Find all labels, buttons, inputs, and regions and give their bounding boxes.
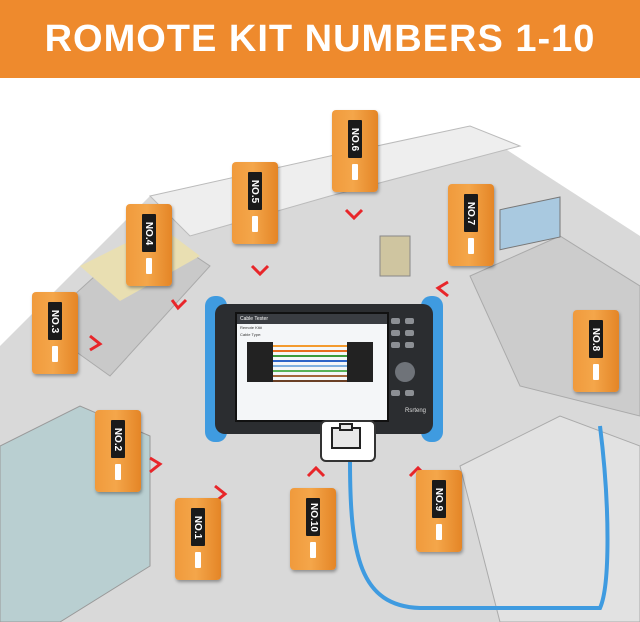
arrow-6 <box>344 208 364 221</box>
remote-label: NO.9 <box>433 487 445 511</box>
remote-kit-10: NO.10 <box>290 488 336 570</box>
remote-kit-5: NO.5 <box>232 162 278 244</box>
key[interactable] <box>405 330 414 336</box>
remote-label: NO.3 <box>49 309 61 333</box>
remote-kit-7: NO.7 <box>448 184 494 266</box>
remote-kit-2: NO.2 <box>95 410 141 492</box>
key[interactable] <box>391 342 400 348</box>
arrow-2 <box>149 456 163 474</box>
cable-type-label: Cable Type: <box>240 332 262 337</box>
tester-screen: Cable Tester Remote Kit# Cable Type: <box>235 312 389 422</box>
key[interactable] <box>405 318 414 324</box>
wall-art <box>379 235 411 277</box>
screen-title: Cable Tester <box>237 314 387 324</box>
room-bottom-right <box>459 415 640 622</box>
remote-label: NO.7 <box>465 201 477 225</box>
picture-frame <box>499 196 561 251</box>
keypad <box>391 318 421 414</box>
key[interactable] <box>405 390 414 396</box>
key[interactable] <box>391 330 400 336</box>
key[interactable] <box>391 318 400 324</box>
remote-kit-3: NO.3 <box>32 292 78 374</box>
remote-label: NO.2 <box>112 427 124 451</box>
arrow-10 <box>306 465 326 478</box>
patch-cable <box>348 425 610 610</box>
remote-kit-1: NO.1 <box>175 498 221 580</box>
rj45-port-callout <box>320 420 376 462</box>
remote-kit-4: NO.4 <box>126 204 172 286</box>
remote-label: NO.8 <box>590 327 602 351</box>
arrow-7 <box>435 280 449 298</box>
remote-label: NO.5 <box>249 179 261 203</box>
remote-id-label: Remote Kit# <box>240 325 263 330</box>
key[interactable] <box>391 390 400 396</box>
remote-kit-6: NO.6 <box>332 110 378 192</box>
remote-label: NO.6 <box>349 127 361 151</box>
title-banner: ROMOTE KIT NUMBERS 1-10 <box>0 0 640 78</box>
remote-label: NO.10 <box>307 502 319 532</box>
banner-title: ROMOTE KIT NUMBERS 1-10 <box>44 17 596 60</box>
arrow-4 <box>170 298 188 311</box>
brand-label: Rsrteng <box>405 408 427 414</box>
rj45-port-icon <box>331 423 361 449</box>
key[interactable] <box>405 342 414 348</box>
remote-kit-8: NO.8 <box>573 310 619 392</box>
wiring-diagram <box>247 342 373 382</box>
remote-label: NO.4 <box>143 221 155 245</box>
arrow-5 <box>250 264 270 277</box>
remote-label: NO.1 <box>192 515 204 539</box>
remote-kit-9: NO.9 <box>416 470 462 552</box>
arrow-3 <box>89 334 103 352</box>
cable-tester-device: Cable Tester Remote Kit# Cable Type: <box>205 296 443 442</box>
dpad-key[interactable] <box>395 362 415 382</box>
